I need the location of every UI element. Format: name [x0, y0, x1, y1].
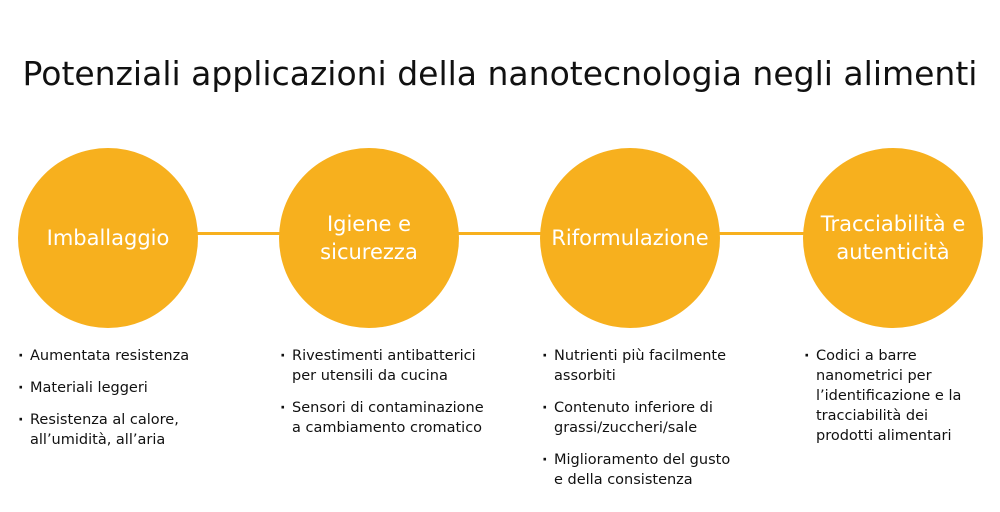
stage-circle-reformulation: Riformulazione	[540, 148, 720, 328]
list-item: Miglioramento del gusto e della consiste…	[542, 450, 737, 490]
stage-label: Imballaggio	[46, 226, 170, 250]
bullet-list-traceability: Codici a barre nanometrici per l’identif…	[804, 346, 974, 458]
list-item: Rivestimenti antibatterici per utensili …	[280, 346, 485, 386]
stage-label: Igiene e sicurezza	[320, 212, 418, 264]
connector-line	[180, 232, 820, 235]
list-item: Resistenza al calore, all’umidità, all’a…	[18, 410, 203, 450]
bullet-list-hygiene: Rivestimenti antibatterici per utensili …	[280, 346, 485, 450]
list-item: Codici a barre nanometrici per l’identif…	[804, 346, 974, 446]
stage-label: Tracciabilità e autenticità	[820, 212, 966, 264]
list-item: Sensori di contaminazione a cambiamento …	[280, 398, 485, 438]
stage-circle-hygiene: Igiene e sicurezza	[279, 148, 459, 328]
list-item: Materiali leggeri	[18, 378, 203, 398]
list-item: Aumentata resistenza	[18, 346, 203, 366]
page-title: Potenziali applicazioni della nanotecnol…	[22, 54, 978, 93]
bullet-list-packaging: Aumentata resistenza Materiali leggeri R…	[18, 346, 203, 462]
stage-circle-traceability: Tracciabilità e autenticità	[803, 148, 983, 328]
list-item: Nutrienti più facilmente assorbiti	[542, 346, 737, 386]
list-item: Contenuto inferiore di grassi/zuccheri/s…	[542, 398, 737, 438]
stage-circle-packaging: Imballaggio	[18, 148, 198, 328]
stage-label: Riformulazione	[551, 226, 709, 250]
bullet-list-reformulation: Nutrienti più facilmente assorbiti Conte…	[542, 346, 737, 502]
